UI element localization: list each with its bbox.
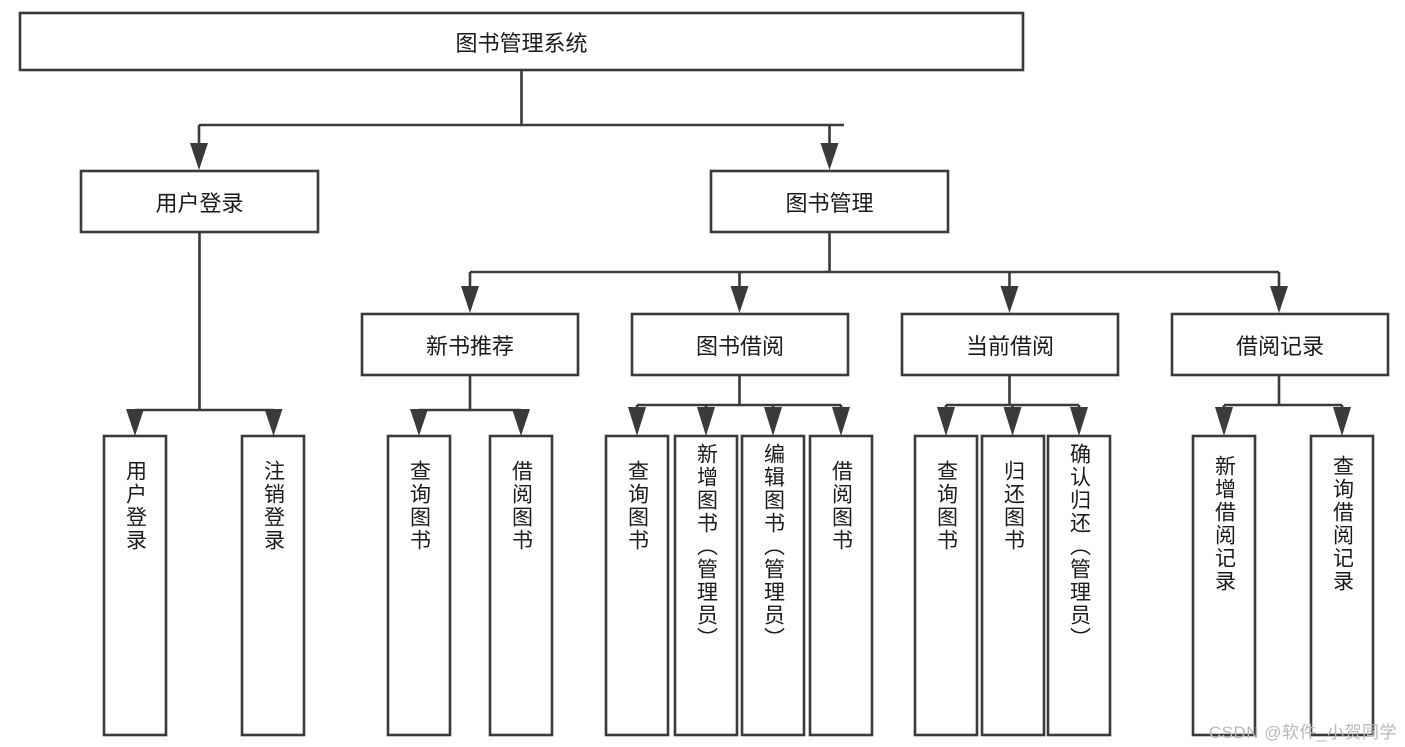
node-root-box[interactable] — [18, 11, 1025, 72]
connector-borrow-record-to-leaves — [1222, 375, 1344, 412]
watermark-text: CSDN @软件_小贺同学 — [1208, 723, 1397, 742]
node-current-borrow-box[interactable] — [900, 312, 1120, 377]
arrowhead-to-borrow-record — [1270, 286, 1288, 313]
connector-current-borrow-to-leaves — [944, 375, 1081, 412]
connector-user-login-to-leaves — [133, 232, 275, 415]
arrowhead-book-borrow-leaf-2 — [697, 407, 715, 436]
arrowhead-to-new-book-recommend — [461, 286, 479, 313]
node-book-manage-box[interactable] — [709, 169, 950, 234]
leaf-box-book-borrow-3[interactable] — [808, 434, 874, 737]
arrowhead-current-borrow-leaf-2 — [1003, 407, 1022, 436]
arrowhead-book-borrow-leaf-3 — [764, 407, 782, 436]
node-borrow-record-box[interactable] — [1170, 312, 1390, 377]
arrowhead-current-borrow-leaf-1 — [937, 407, 955, 436]
arrowhead-new-book-leaf-1 — [410, 409, 428, 436]
node-book-borrow-box[interactable] — [630, 312, 850, 377]
leaf-box-current-borrow-1[interactable] — [980, 434, 1046, 737]
arrowhead-user-login-leaf-1 — [126, 409, 144, 436]
arrowhead-book-borrow-leaf-4 — [832, 407, 850, 436]
arrowhead-to-current-borrow — [1000, 286, 1019, 313]
arrowhead-borrow-record-leaf-1 — [1215, 407, 1233, 436]
leaf-box-borrow-record-1[interactable] — [1309, 434, 1375, 737]
arrowhead-borrow-record-leaf-2 — [1333, 407, 1351, 436]
arrowhead-new-book-leaf-2 — [512, 409, 530, 436]
leaf-box-new-book-recommend-0[interactable] — [386, 434, 452, 737]
connector-book-borrow-to-leaves — [635, 375, 843, 412]
arrowhead-user-login-leaf-2 — [264, 409, 283, 436]
leaf-box-user-login-0[interactable] — [102, 434, 168, 737]
leaf-box-book-borrow-0[interactable] — [604, 434, 670, 737]
leaf-box-current-borrow-0[interactable] — [913, 434, 979, 737]
arrowhead-to-user-login — [190, 143, 208, 170]
connector-book-manage-to-level2 — [468, 232, 1281, 288]
arrowhead-to-book-borrow — [730, 286, 749, 313]
leaf-box-current-borrow-2[interactable] — [1046, 434, 1112, 737]
connector-root-to-level1 — [197, 70, 844, 148]
leaf-box-book-borrow-1[interactable] — [673, 434, 739, 737]
arrowhead-book-borrow-leaf-1 — [628, 407, 646, 436]
leaf-box-borrow-record-0[interactable] — [1191, 434, 1257, 737]
arrowhead-current-borrow-leaf-3 — [1070, 407, 1088, 436]
arrowhead-to-book-manage — [820, 143, 839, 170]
leaf-box-book-borrow-2[interactable] — [740, 434, 806, 737]
leaf-box-new-book-recommend-1[interactable] — [488, 434, 554, 737]
connector-new-book-recommend-to-leaves — [417, 375, 523, 415]
node-new-book-recommend-box[interactable] — [360, 312, 580, 377]
node-user-login-box[interactable] — [79, 169, 320, 234]
leaf-box-user-login-1[interactable] — [240, 434, 306, 737]
